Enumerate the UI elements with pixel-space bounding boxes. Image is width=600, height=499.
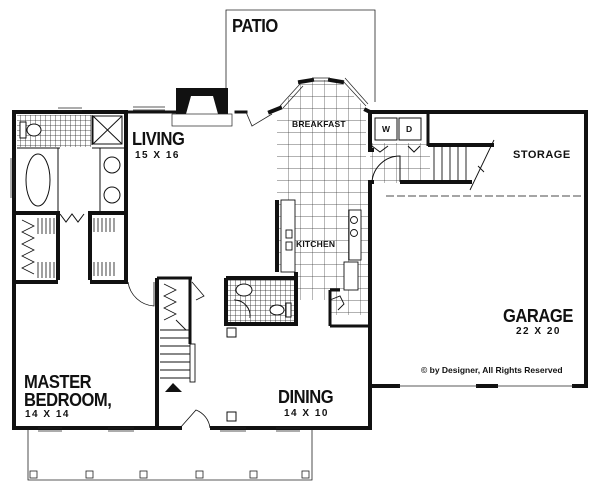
posts	[226, 327, 237, 422]
room-label-garage: GARAGE	[503, 306, 573, 326]
room-label-dining: DINING	[278, 387, 334, 407]
room-label-master-line2: BEDROOM,	[24, 390, 112, 410]
room-label-breakfast: BREAKFAST	[292, 119, 346, 129]
entry-door	[179, 409, 211, 429]
copyright-notice: © by Designer, All Rights Reserved	[421, 365, 563, 375]
dryer-label: D	[406, 124, 413, 134]
room-dims-dining: 14 X 10	[284, 408, 329, 419]
room-label-patio: PATIO	[232, 16, 278, 36]
room-dims-garage: 22 X 20	[516, 326, 561, 337]
room-dims-living: 15 X 16	[135, 150, 180, 161]
garage-stairs	[433, 139, 495, 191]
room-label-living: LIVING	[132, 129, 185, 149]
front-porch	[27, 430, 313, 481]
master-bath-fixtures	[19, 115, 123, 223]
interior-walls	[14, 112, 586, 428]
laundry-doors	[371, 145, 421, 183]
room-label-master-line1: MASTER	[24, 372, 92, 392]
fireplace	[171, 88, 233, 127]
main-stairs	[160, 319, 196, 383]
windows	[10, 77, 574, 432]
patio-door	[245, 111, 273, 127]
kitchen-breakfast-floor	[277, 80, 372, 315]
patio-outline	[225, 9, 376, 102]
kitchen-counters	[280, 199, 362, 311]
washer-label: W	[382, 124, 391, 134]
room-dims-master: 14 X 14	[25, 409, 70, 420]
laundry-appliances	[374, 117, 422, 141]
stair-arrow-icon	[165, 383, 182, 392]
room-label-kitchen: KITCHEN	[296, 239, 336, 249]
room-label-storage: STORAGE	[513, 149, 571, 161]
bedroom-door	[127, 281, 155, 307]
closet-rods	[21, 218, 205, 321]
half-bath-fixtures	[233, 283, 292, 319]
